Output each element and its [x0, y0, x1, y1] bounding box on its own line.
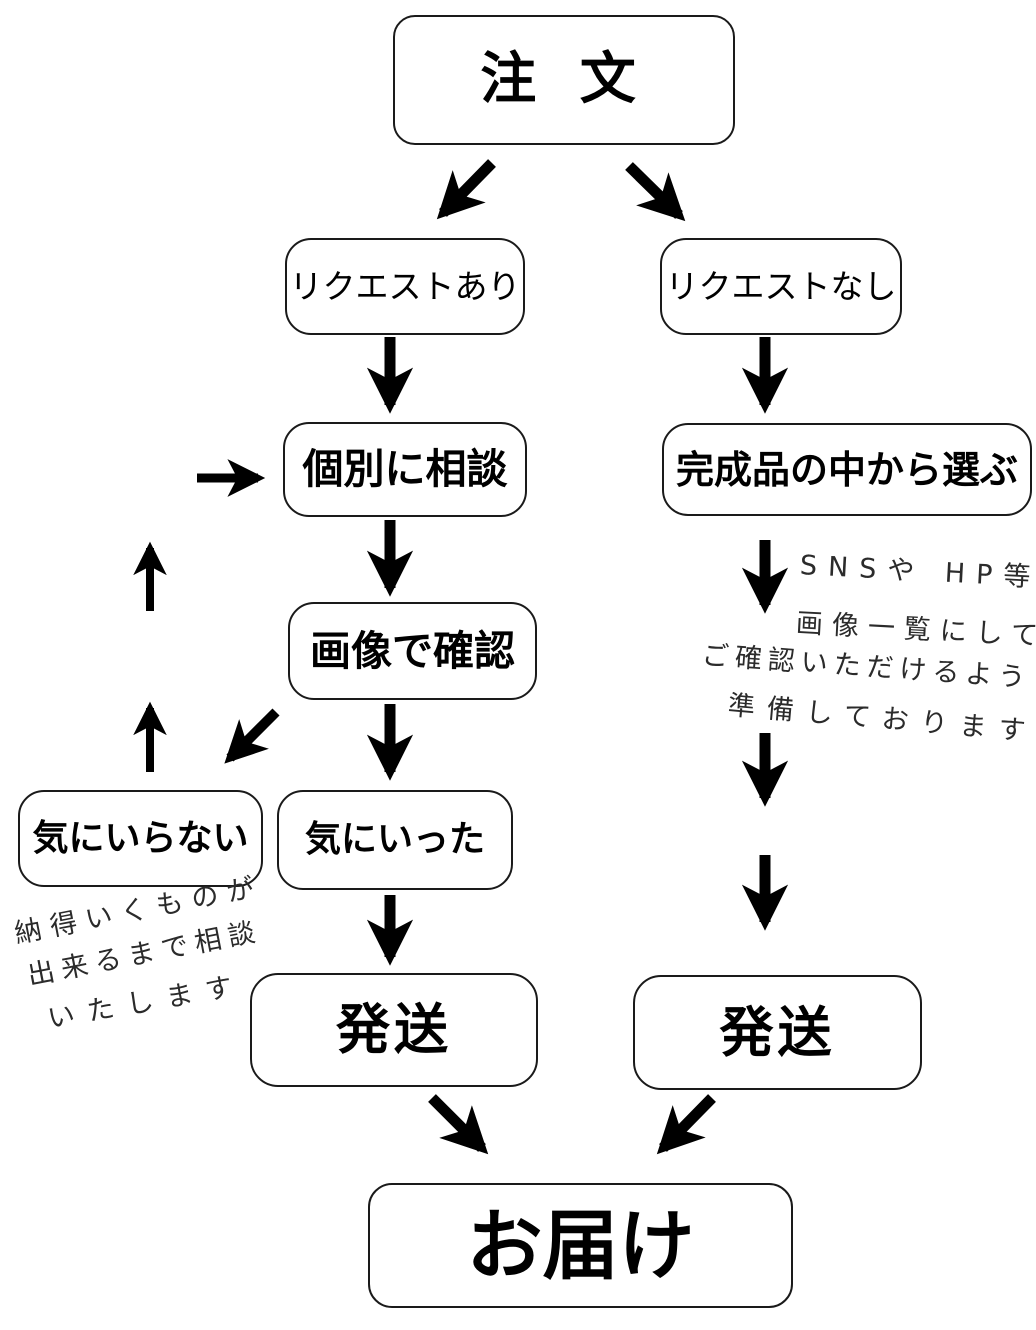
arrow-order-to-request-yes	[436, 159, 496, 220]
node-request-no: リクエストなし	[660, 238, 902, 335]
note-sns-line-2: 画像一覧にして	[795, 608, 1036, 653]
node-ship-left: 発送	[250, 973, 538, 1087]
node-ship-right: 発送	[633, 975, 922, 1090]
arrow-ship-left-to-delivery	[428, 1094, 489, 1155]
arrow-confirm-to-not-satisfied	[224, 708, 280, 764]
note-sns-line-4: 準備しております	[726, 690, 1036, 748]
node-satisfied: 気にいった	[277, 790, 513, 890]
note-sns-line-1: SNSや HP等で	[799, 550, 1036, 596]
node-request-yes: リクエストあり	[285, 238, 525, 335]
node-choose-finished: 完成品の中から選ぶ	[662, 423, 1032, 516]
node-delivery: お届け	[368, 1183, 793, 1308]
arrow-order-to-request-no	[625, 162, 686, 222]
arrow-ship-right-to-delivery	[656, 1094, 716, 1155]
node-not-satisfied: 気にいらない	[18, 790, 263, 887]
node-confirm-image: 画像で確認	[288, 602, 537, 700]
node-order: 注 文	[393, 15, 735, 145]
note-sns-line-3: ご確認いただけるよう	[700, 640, 1033, 694]
node-consult: 個別に相談	[283, 422, 527, 517]
